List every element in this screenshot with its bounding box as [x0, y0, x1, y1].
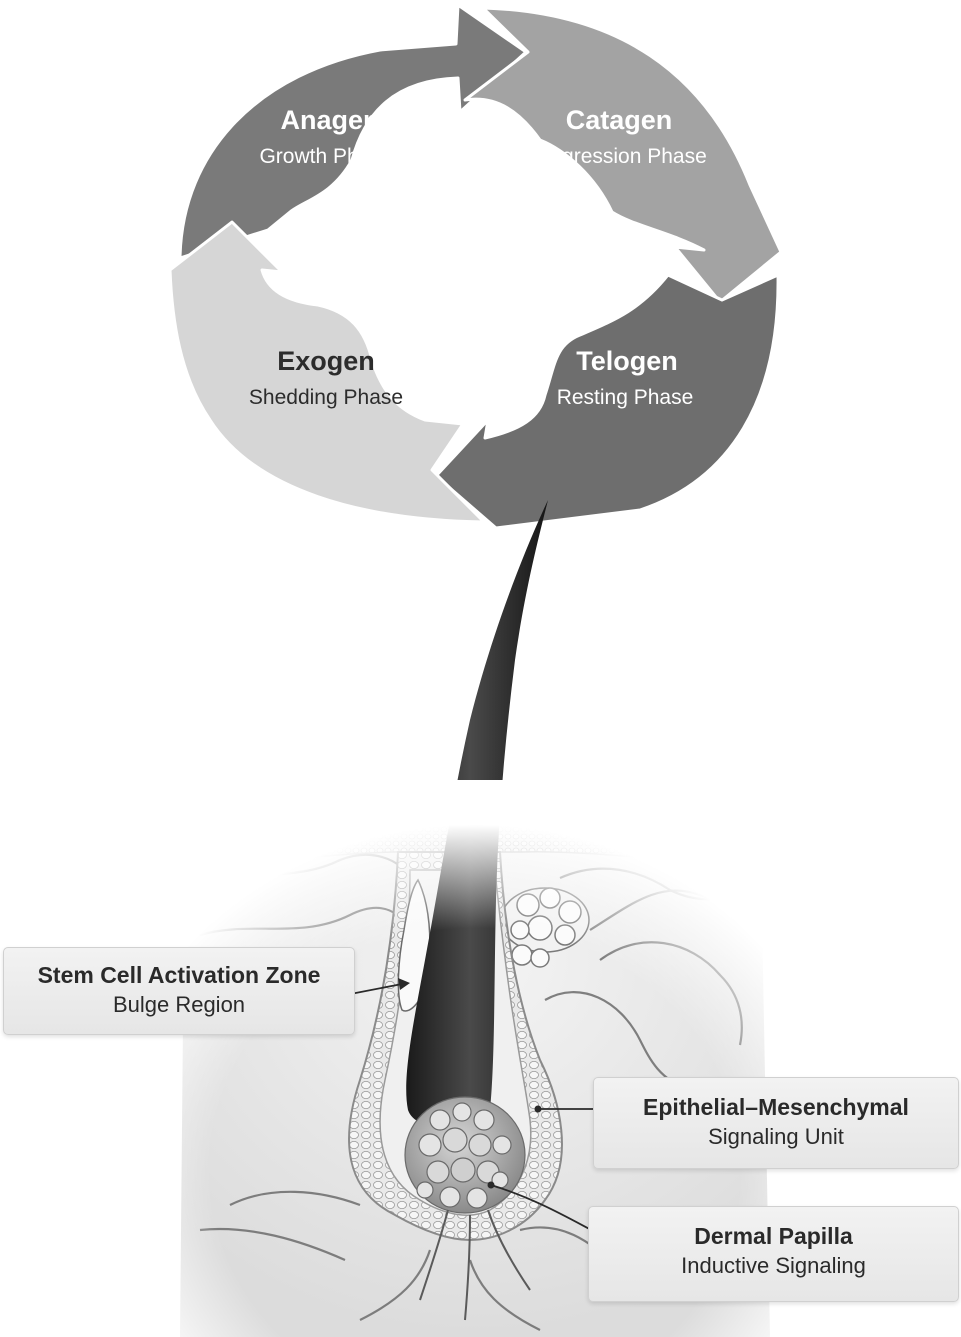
phase-title-anagen: Anagen: [280, 105, 379, 135]
phase-title-catagen: Catagen: [566, 105, 673, 135]
callout-emu-title: Epithelial–Mesenchymal: [594, 1092, 958, 1122]
callout-emu: Epithelial–Mesenchymal Signaling Unit: [593, 1077, 959, 1169]
phase-title-telogen: Telogen: [576, 346, 678, 376]
phase-cycle-ring: [170, 5, 781, 528]
callout-papilla-title: Dermal Papilla: [589, 1221, 958, 1251]
phase-subtitle-catagen: Regression Phase: [535, 145, 707, 168]
phase-subtitle-exogen: Shedding Phase: [249, 386, 403, 409]
leader-papilla-dot-start: [488, 1182, 495, 1189]
callout-bulge-subtitle: Bulge Region: [4, 990, 354, 1020]
callout-bulge-region: Stem Cell Activation Zone Bulge Region: [3, 947, 355, 1035]
leader-emu-dot: [535, 1106, 542, 1113]
callout-dermal-papilla: Dermal Papilla Inductive Signaling: [588, 1206, 959, 1302]
callout-papilla-subtitle: Inductive Signaling: [589, 1251, 958, 1281]
callout-bulge-title: Stem Cell Activation Zone: [4, 960, 354, 990]
phase-subtitle-telogen: Resting Phase: [557, 386, 694, 409]
phase-subtitle-anagen: Growth Phase: [259, 145, 392, 168]
callout-emu-subtitle: Signaling Unit: [594, 1122, 958, 1152]
phase-title-exogen: Exogen: [277, 346, 375, 376]
